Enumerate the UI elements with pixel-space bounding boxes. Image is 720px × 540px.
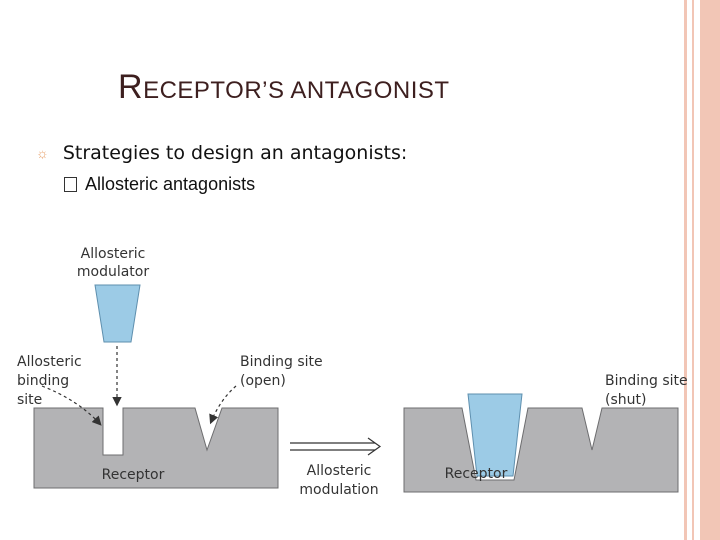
arrow-allosteric-site — [41, 385, 102, 426]
border-line — [684, 0, 687, 540]
receptor-right — [403, 407, 679, 493]
border-line — [692, 0, 694, 540]
allosteric-site-label-3: site — [17, 392, 42, 408]
binding-open-label-1: Binding site — [240, 354, 323, 370]
border-band — [700, 0, 720, 540]
binding-open-label-2: (open) — [240, 373, 286, 389]
binding-shut-label-1: Binding site — [605, 373, 688, 389]
bullet-level1: ☼ Strategies to design an antagonists: — [36, 142, 407, 164]
title-first-letter: R — [118, 68, 144, 106]
title-rest: ECEPTOR’S ANTAGONIST — [143, 77, 450, 104]
modulation-arrow-head — [367, 437, 382, 456]
allosteric-site-label-1: Allosteric — [17, 354, 82, 370]
bullet-gear-icon: ☼ — [36, 145, 49, 161]
bullet-level1-text: Strategies to design an antagonists: — [62, 142, 408, 164]
modulation-label-1: Allosteric — [307, 463, 372, 479]
modulator-label-1: Allosteric — [81, 246, 146, 262]
slide-title: RECEPTOR’S ANTAGONIST — [118, 68, 450, 107]
binding-shut-label-2: (shut) — [605, 392, 646, 408]
receptor-left-label: Receptor — [102, 467, 165, 483]
modulator-label-2: modulator — [77, 264, 149, 280]
decorative-border — [680, 0, 720, 540]
bullet-level2-text: Allosteric antagonists — [85, 174, 256, 194]
allosteric-site-label-2: binding — [17, 373, 69, 389]
allosteric-modulator-shape — [94, 284, 141, 343]
modulator-bound — [467, 393, 523, 477]
receptor-right-label: Receptor — [445, 466, 508, 482]
modulation-label-2: modulation — [299, 482, 378, 498]
bullet-level2: Allosteric antagonists — [64, 174, 255, 195]
allosteric-diagram: Receptor Allosteric modulator Allosteric… — [17, 246, 688, 498]
bullet-square-icon — [64, 177, 77, 192]
receptor-left — [33, 407, 279, 489]
